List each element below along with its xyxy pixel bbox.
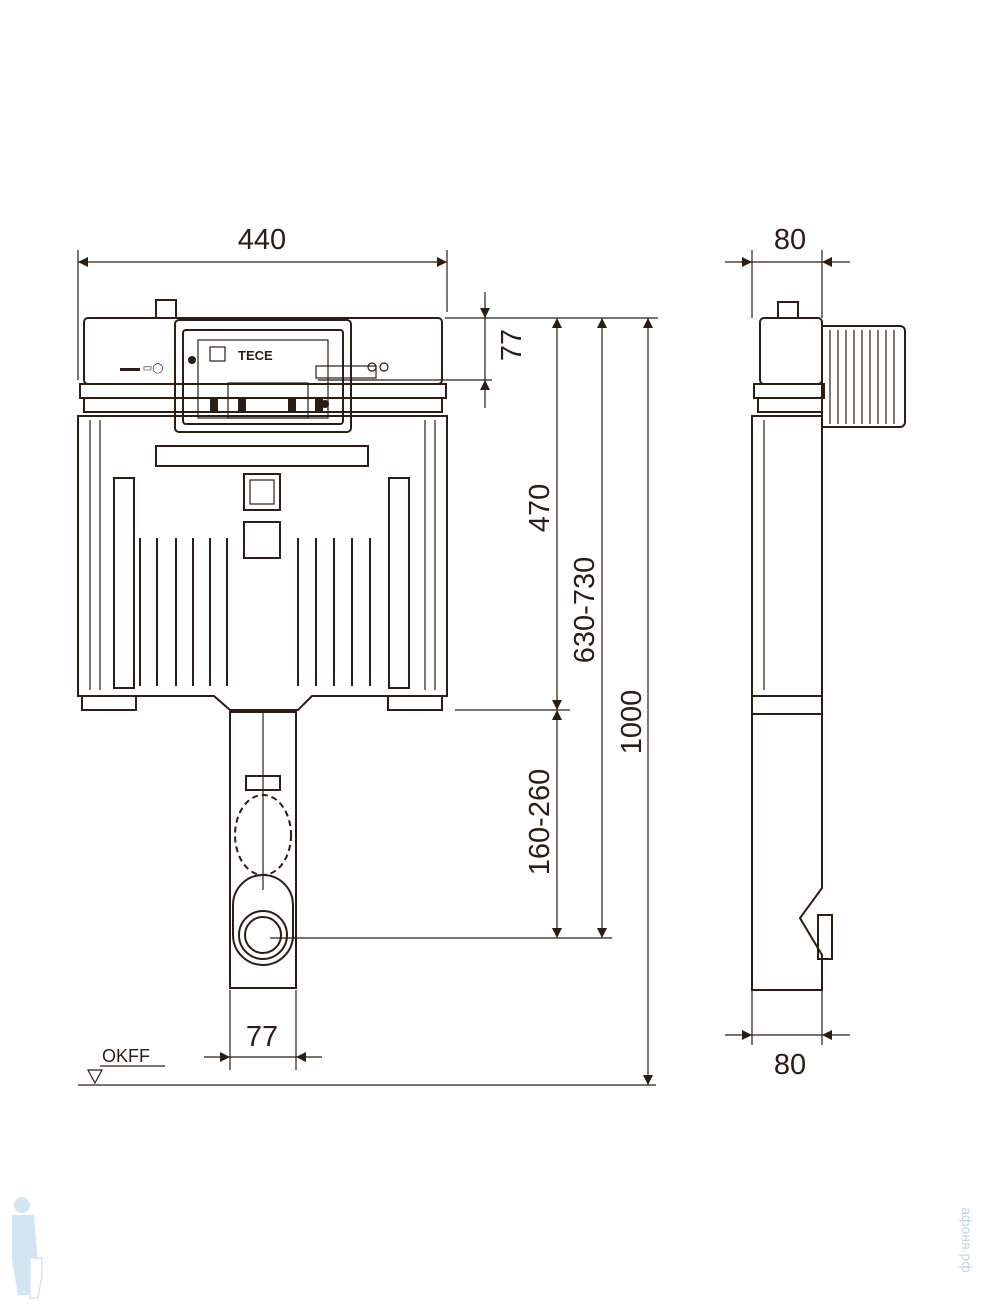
plumber-mascot-logo [12, 1197, 43, 1299]
side-view [725, 250, 906, 1045]
pipe-height-label: 160-260 [524, 769, 556, 875]
housing-mark: ▬▬ ▭◯ [120, 363, 163, 374]
watermark-text: афоня.рф [959, 1207, 975, 1273]
dimension-lines [77, 250, 658, 1086]
floor-level-label: OKFF [102, 1046, 150, 1066]
brand-logo: TECE [238, 348, 273, 363]
outlet-height-label: 630-730 [569, 557, 601, 663]
front-view: ▬▬ ▭◯ TECE [77, 299, 448, 989]
flush-plate-frame: TECE [174, 319, 377, 433]
total-height-1000-label: 1000 [616, 690, 648, 755]
flush-pipe [229, 711, 297, 989]
pipe-width-77-label: 77 [246, 1021, 278, 1053]
tank-height-470-label: 470 [524, 484, 556, 532]
cistern-tank [77, 415, 448, 711]
cistern-top-housing: ▬▬ ▭◯ [79, 299, 447, 413]
side-depth-bottom-80-label: 80 [774, 1049, 806, 1081]
top-offset-77-label: 77 [496, 329, 528, 361]
width-440-label: 440 [238, 224, 286, 256]
side-depth-top-80-label: 80 [774, 224, 806, 256]
